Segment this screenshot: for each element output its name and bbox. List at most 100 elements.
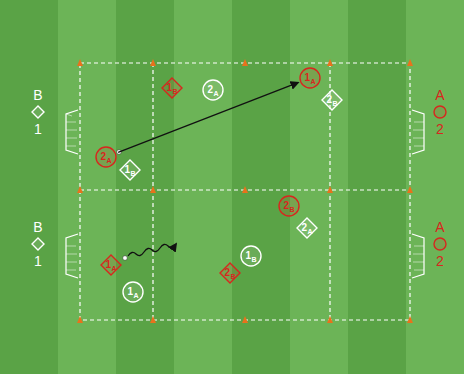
player-label: 2B bbox=[219, 262, 241, 284]
player-team: B bbox=[231, 273, 236, 280]
cone bbox=[327, 186, 333, 193]
player-marker: 2A bbox=[95, 146, 117, 168]
cone bbox=[77, 59, 83, 66]
player-outline bbox=[296, 217, 318, 239]
team-letter: A bbox=[435, 88, 444, 102]
cone bbox=[327, 59, 333, 66]
player-diamond bbox=[101, 255, 121, 275]
player-label: 1A bbox=[122, 281, 144, 303]
player-number: 2 bbox=[100, 152, 106, 162]
player-marker: 1B bbox=[161, 77, 183, 99]
player-outline bbox=[321, 89, 343, 111]
player-circle bbox=[123, 282, 143, 302]
team-letter: A bbox=[435, 220, 444, 234]
team-number: 1 bbox=[34, 254, 42, 268]
player-marker: 1B bbox=[119, 159, 141, 181]
player-outline bbox=[299, 67, 321, 89]
player-number: 2 bbox=[326, 95, 332, 105]
cone bbox=[242, 186, 248, 193]
goals bbox=[66, 110, 424, 278]
player-outline bbox=[161, 77, 183, 99]
dribble-arrow bbox=[128, 244, 176, 256]
player-circle bbox=[279, 196, 299, 216]
team-number: 2 bbox=[436, 254, 444, 268]
player-team: A bbox=[107, 157, 112, 164]
player-outline bbox=[219, 262, 241, 284]
cone bbox=[77, 316, 83, 323]
player-marker: 1A bbox=[100, 254, 122, 276]
player-label: 2A bbox=[296, 217, 318, 239]
cone bbox=[407, 316, 413, 323]
team-key: A2 bbox=[430, 88, 450, 136]
pass-arrow bbox=[118, 83, 298, 153]
player-diamond bbox=[220, 263, 240, 283]
player-circle bbox=[203, 80, 223, 100]
player-number: 1 bbox=[124, 165, 130, 175]
player-team: B bbox=[252, 256, 257, 263]
player-team: B bbox=[333, 100, 338, 107]
team-letter: B bbox=[33, 220, 42, 234]
team-key: B1 bbox=[28, 88, 48, 136]
player-team: B bbox=[173, 88, 178, 95]
cone bbox=[242, 316, 248, 323]
player-marker: 1B bbox=[240, 245, 262, 267]
grid-lines bbox=[80, 63, 410, 320]
player-outline bbox=[95, 146, 117, 168]
player-marker: 2B bbox=[321, 89, 343, 111]
cone bbox=[150, 186, 156, 193]
player-diamond bbox=[297, 218, 317, 238]
player-marker: 2B bbox=[219, 262, 241, 284]
player-number: 2 bbox=[207, 85, 213, 95]
cone bbox=[150, 316, 156, 323]
player-marker: 2A bbox=[296, 217, 318, 239]
team-symbol bbox=[433, 237, 447, 251]
player-outline bbox=[122, 281, 144, 303]
player-marker: 1A bbox=[299, 67, 321, 89]
player-label: 2A bbox=[202, 79, 224, 101]
player-team: B bbox=[131, 170, 136, 177]
player-label: 2B bbox=[278, 195, 300, 217]
team-number: 2 bbox=[436, 122, 444, 136]
player-outline bbox=[278, 195, 300, 217]
team-symbol bbox=[31, 237, 45, 251]
team-letter: B bbox=[33, 88, 42, 102]
player-team: A bbox=[134, 292, 139, 299]
player-circle bbox=[96, 147, 116, 167]
player-circle bbox=[300, 68, 320, 88]
team-symbol bbox=[31, 105, 45, 119]
player-marker: 2B bbox=[278, 195, 300, 217]
cone bbox=[77, 186, 83, 193]
player-team: A bbox=[214, 90, 219, 97]
player-label: 1B bbox=[161, 77, 183, 99]
player-number: 1 bbox=[127, 287, 133, 297]
player-diamond bbox=[162, 78, 182, 98]
player-label: 1A bbox=[299, 67, 321, 89]
player-number: 1 bbox=[245, 251, 251, 261]
player-diamond bbox=[120, 160, 140, 180]
ball bbox=[123, 256, 128, 261]
player-number: 2 bbox=[283, 201, 289, 211]
player-team: A bbox=[311, 78, 316, 85]
cone bbox=[242, 59, 248, 66]
player-team: A bbox=[112, 265, 117, 272]
player-diamond bbox=[32, 106, 44, 118]
team-key: A2 bbox=[430, 220, 450, 268]
player-number: 2 bbox=[224, 268, 230, 278]
cone bbox=[407, 186, 413, 193]
player-diamond bbox=[32, 238, 44, 250]
player-circle bbox=[434, 106, 446, 118]
player-team: A bbox=[308, 228, 313, 235]
player-marker: 2A bbox=[202, 79, 224, 101]
player-circle bbox=[241, 246, 261, 266]
player-outline bbox=[240, 245, 262, 267]
team-key: B1 bbox=[28, 220, 48, 268]
player-diamond bbox=[322, 90, 342, 110]
player-outline bbox=[202, 79, 224, 101]
player-outline bbox=[100, 254, 122, 276]
player-marker: 1A bbox=[122, 281, 144, 303]
player-label: 2B bbox=[321, 89, 343, 111]
player-label: 2A bbox=[95, 146, 117, 168]
player-team: B bbox=[290, 206, 295, 213]
